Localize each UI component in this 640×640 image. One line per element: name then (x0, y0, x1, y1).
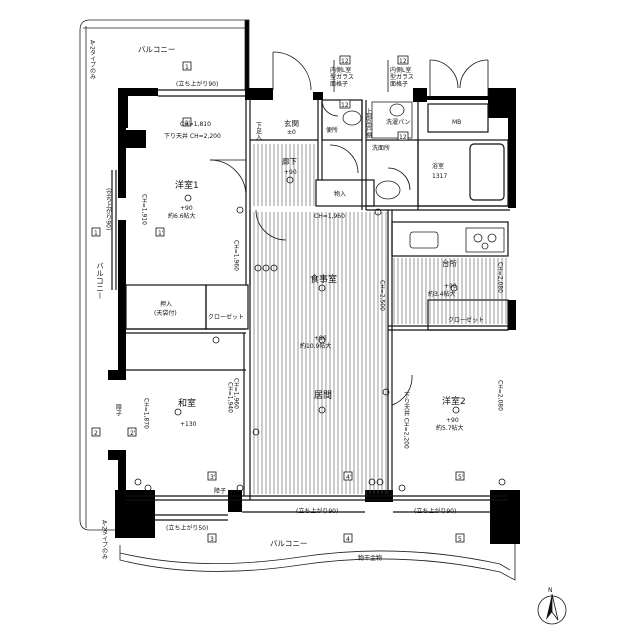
step-bottom-left: (立ち上がり50) (166, 524, 208, 532)
closet-left: クローゼット (208, 313, 244, 321)
ch-mid: CH=1,960 (233, 378, 240, 409)
western1-ceiling: 下り天井 CH=2,200 (164, 132, 221, 140)
kitchen-name: 台所 (442, 258, 457, 268)
wash-basin (375, 180, 401, 200)
top-cabinet: 上部吊戸棚 (365, 107, 372, 139)
western1-ch-side: CH=1,910 (141, 194, 148, 225)
step-top: (立ち上がり90) (176, 80, 218, 88)
balcony-bottom-label: バルコニー (270, 539, 307, 548)
win-note-1-line2: 型ガラス (330, 73, 354, 81)
kitchen-level: +90 (444, 283, 457, 290)
western2-level: +90 (446, 417, 459, 424)
toilet-name: 便所 (326, 126, 338, 134)
stove-burner (473, 233, 483, 243)
entrance-shoes: 下足入 (255, 122, 262, 140)
entrance-level: ±0 (287, 129, 296, 136)
win-note-1: 内側L室 型ガラス 面格子 (330, 66, 356, 88)
win-note-2-line3: 面格子 (390, 80, 408, 88)
entrance-name: 玄関 (284, 118, 299, 128)
svg-text:12: 12 (341, 102, 349, 109)
svg-text:3': 3' (210, 474, 216, 481)
outlet-symbols (134, 176, 506, 492)
ch-washitsu2: CH=1,940 (227, 382, 234, 413)
ch-dining: CH=2,500 (379, 280, 386, 311)
western2-name: 洋室2 (442, 395, 466, 407)
western1-name: 洋室1 (175, 179, 199, 191)
type-note-top: A-2タイプのみ (89, 40, 96, 81)
ch-corridor: CH=1,960 (314, 213, 345, 220)
kitchen-size: 約3.4帖大 (428, 290, 456, 298)
north-arrow: N (537, 587, 567, 625)
western2-size: 約5.7帖大 (436, 424, 464, 432)
western1-size: 約6.6帖大 (168, 212, 196, 220)
svg-text:1': 1' (185, 120, 191, 127)
laundry-rack: 物干金物 (358, 554, 382, 562)
washitsu-name: 和室 (178, 397, 196, 409)
laundry-pan: 洗濯パン (386, 118, 410, 126)
door-swings (209, 51, 489, 406)
north-label: N (548, 587, 553, 594)
washroom-name: 洗面所 (372, 144, 390, 152)
balcony-outline (79, 19, 516, 581)
balcony-left-label: バルコニー (95, 262, 104, 300)
flooring-hatch (253, 144, 507, 494)
outer-walls (108, 88, 520, 544)
room-labels: バルコニー バルコニー バルコニー A-2タイプのみ A-2タイプのみ (立ち上… (89, 40, 504, 562)
kitchen-sink (409, 231, 439, 249)
bath-size: 1317 (432, 173, 447, 180)
win-note-1-line1: 内側L室 (330, 66, 351, 74)
living-name: 居間 (314, 390, 332, 401)
toilet-bowl (342, 110, 362, 126)
oshiire-name: 押入 (160, 300, 172, 308)
western1-ch: CH=1,810 (180, 121, 211, 128)
western2-ceiling: 下り天井 CH=2,200 (403, 392, 410, 449)
bottom-shoji: 障子 (214, 487, 226, 495)
section-markers: 1 1' 1 1' 2 2' 3 3' 4 4' 5 5' 12 12 12 1… (91, 55, 465, 543)
dining-level: +90 (314, 335, 327, 342)
western1-level: +90 (180, 205, 193, 212)
svg-text:4: 4 (346, 536, 350, 543)
storage-name: 物入 (334, 190, 346, 198)
win-note-1-line3: 面格子 (330, 80, 348, 88)
svg-text:5': 5' (458, 474, 464, 481)
bath-name: 浴室 (432, 162, 444, 170)
fixtures (342, 101, 505, 253)
dining-name: 食事室 (310, 273, 337, 285)
shoji-label: 障子 (115, 403, 122, 416)
ch-corridor2: CH=1,960 (233, 240, 240, 271)
step-left: (立ち上がり90) (105, 188, 112, 230)
closet-right: クローゼット (448, 316, 484, 324)
win-note-2-line2: 型ガラス (390, 73, 414, 81)
win-note-2: 内側L室 型ガラス 面格子 (390, 66, 416, 88)
svg-text:5: 5 (458, 536, 462, 543)
svg-text:1: 1 (94, 230, 98, 237)
step-bottom-mid: (立ち上がり90) (296, 507, 338, 515)
step-bottom-right: (立ち上がり90) (414, 507, 456, 515)
svg-text:12: 12 (399, 134, 407, 141)
svg-text:2': 2' (130, 430, 136, 437)
washitsu-level: +130 (180, 421, 197, 428)
svg-text:12: 12 (341, 58, 349, 65)
svg-text:4': 4' (346, 474, 352, 481)
svg-text:1': 1' (158, 230, 164, 237)
corridor-level: +90 (284, 169, 297, 176)
win-note-2-line1: 内側L室 (390, 66, 411, 74)
ch-western2: CH=2,080 (497, 380, 504, 411)
mb-label: MB (452, 119, 461, 126)
dining-size: 約10.9帖大 (300, 342, 331, 350)
ch-washitsu: CH=1,870 (143, 398, 150, 429)
laundry-pan (371, 101, 413, 139)
oshiire-note: (天袋付) (154, 309, 177, 317)
svg-text:2: 2 (94, 430, 98, 437)
svg-text:3: 3 (210, 536, 214, 543)
balcony-top-label: バルコニー (138, 45, 175, 54)
corridor-name: 廊下 (282, 156, 297, 166)
ch-kitchen: CH=2,080 (497, 262, 504, 293)
svg-text:1: 1 (185, 64, 189, 71)
svg-text:12: 12 (399, 58, 407, 65)
type-note-bottom: A-2タイプのみ (101, 520, 108, 561)
